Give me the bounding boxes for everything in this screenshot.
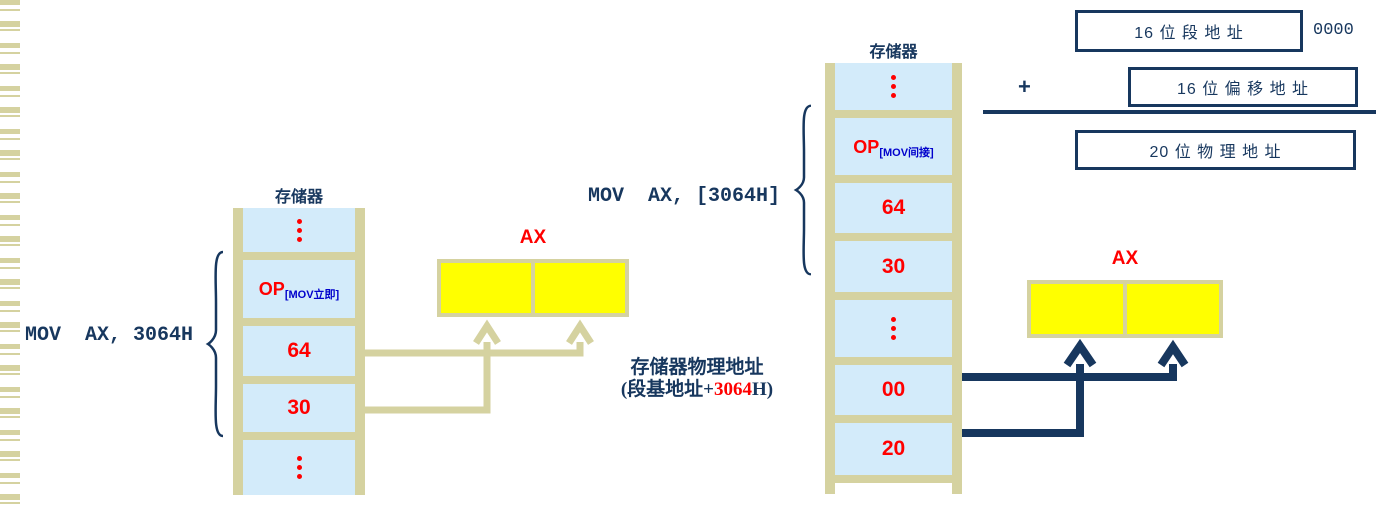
ellipsis-dots-icon <box>296 215 302 246</box>
right-memory-title: 存储器 <box>869 44 918 61</box>
arrowhead-up-icon <box>1063 338 1097 368</box>
ellipsis-dots-icon <box>891 71 896 102</box>
memory-cell-byte-high: 30 <box>243 384 355 432</box>
arrow-30-to-ah <box>365 342 491 414</box>
left-ax-high-byte <box>441 263 531 313</box>
arrow-64-to-al <box>365 342 584 357</box>
memory-cell-ellipsis <box>243 440 355 495</box>
memory-cell-ellipsis <box>835 300 952 357</box>
ellipsis-dots-icon <box>296 452 302 483</box>
physical-address-note: 存储器物理地址 (段基地址+3064H) <box>572 357 822 401</box>
segment-address-box: 16 位 段 地 址 <box>1075 10 1303 52</box>
memory-cell-addr-low: 64 <box>835 183 952 233</box>
left-memory-column: OP[MOV立即] 64 30 <box>233 208 365 495</box>
memory-cell-ellipsis <box>243 208 355 252</box>
memory-cell-opcode: OP[MOV间接] <box>835 118 952 175</box>
left-ax-label: AX <box>519 227 547 248</box>
physical-address-box: 20 位 物 理 地 址 <box>1075 130 1356 170</box>
right-brace <box>793 104 812 276</box>
right-ax-low-byte <box>1127 284 1219 334</box>
left-memory-title: 存储器 <box>274 189 323 206</box>
arrowhead-up-icon <box>566 319 594 345</box>
right-ax-label: AX <box>1111 248 1139 269</box>
right-ax-register <box>1027 280 1223 338</box>
memory-cell-data-high: 20 <box>835 423 952 475</box>
arrowhead-up-icon <box>1157 339 1189 368</box>
arrow-00-to-al <box>962 364 1177 381</box>
plus-sign: + <box>1018 74 1031 99</box>
right-memory-column: OP[MOV间接] 64 30 00 20 <box>825 63 962 494</box>
left-ax-register <box>437 259 629 317</box>
memory-cell-data-low: 00 <box>835 365 952 415</box>
physical-address-note-line1: 存储器物理地址 <box>630 357 764 378</box>
segment-appended-zeros: 0000 <box>1313 21 1354 40</box>
sum-line <box>983 110 1376 114</box>
instruction-indirect: MOV AX, [3064H] <box>588 185 781 208</box>
memory-cell-addr-high: 30 <box>835 241 952 292</box>
memory-cell-ellipsis <box>835 63 952 110</box>
left-brace <box>205 250 224 438</box>
ellipsis-dots-icon <box>891 313 896 344</box>
decorative-edge-stripes <box>0 0 20 516</box>
arrow-20-to-ah <box>962 364 1084 437</box>
memory-cell-byte-low: 64 <box>243 326 355 376</box>
offset-address-box: 16 位 偏 移 地 址 <box>1128 67 1358 107</box>
arrowhead-up-icon <box>473 319 501 345</box>
left-ax-low-byte <box>535 263 625 313</box>
memory-cell-opcode: OP[MOV立即] <box>243 260 355 318</box>
physical-address-note-line2: (段基地址+3064H) <box>620 378 774 400</box>
memory-cell-partial <box>835 483 952 494</box>
right-ax-high-byte <box>1031 284 1123 334</box>
instruction-immediate: MOV AX, 3064H <box>25 324 194 347</box>
